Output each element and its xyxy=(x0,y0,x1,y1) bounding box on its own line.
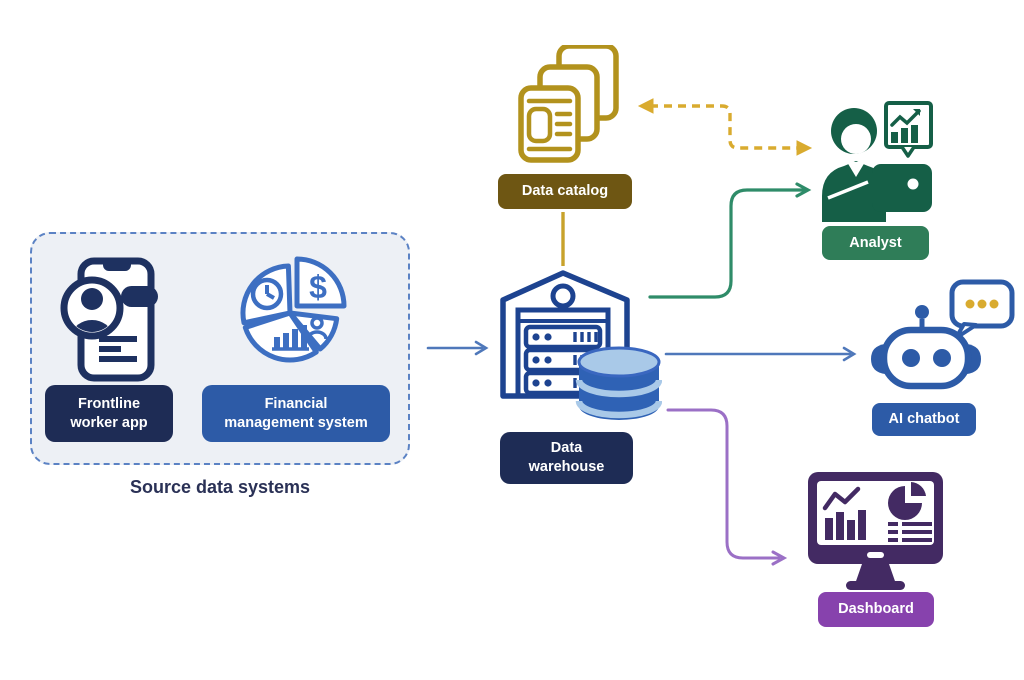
ai-chatbot-badge: AI chatbot xyxy=(872,403,976,436)
data-warehouse-label-line2: warehouse xyxy=(528,459,605,475)
analyst-label: Analyst xyxy=(849,234,902,251)
dashboard-badge: Dashboard xyxy=(818,592,934,627)
dollar-sign: $ xyxy=(309,269,327,305)
pie-finance-icon: $ xyxy=(240,256,347,363)
data-catalog-badge: Data catalog xyxy=(498,174,632,209)
arrow-catalog-analyst-dashed xyxy=(637,98,813,156)
arrow-source-to-warehouse xyxy=(426,340,489,356)
warehouse-server-icon xyxy=(500,270,662,420)
frontline-label-line2: worker app xyxy=(70,414,148,431)
monitor-dashboard-icon xyxy=(808,472,943,590)
frontline-label-line1: Frontline xyxy=(77,395,141,412)
arrow-warehouse-to-analyst xyxy=(648,182,812,299)
financial-label-line1: Financial xyxy=(264,395,328,412)
financial-label-line2: management system xyxy=(224,414,368,431)
data-catalog-label: Data catalog xyxy=(521,183,609,200)
phone-user-icon xyxy=(60,257,158,382)
speech-bubble-icon xyxy=(949,279,1015,340)
documents-stack-icon xyxy=(518,45,619,163)
financial-management-system-badge: Financial management system xyxy=(202,385,390,442)
arrow-warehouse-to-dashboard xyxy=(666,408,788,566)
data-warehouse-badge: Data warehouse xyxy=(500,432,633,484)
arrow-warehouse-to-chatbot xyxy=(664,346,857,362)
robot-icon xyxy=(871,279,1015,390)
frontline-worker-app-badge: Frontline worker app xyxy=(45,385,173,442)
chart-panel-icon xyxy=(884,101,933,158)
analyst-person-icon xyxy=(822,101,933,222)
database-cylinder-icon xyxy=(575,346,662,420)
data-warehouse-label-line1: Data xyxy=(550,440,583,457)
analyst-badge: Analyst xyxy=(822,226,929,260)
source-systems-caption: Source data systems xyxy=(129,477,311,497)
dashboard-label: Dashboard xyxy=(838,601,914,618)
ai-chatbot-label: AI chatbot xyxy=(888,411,960,428)
